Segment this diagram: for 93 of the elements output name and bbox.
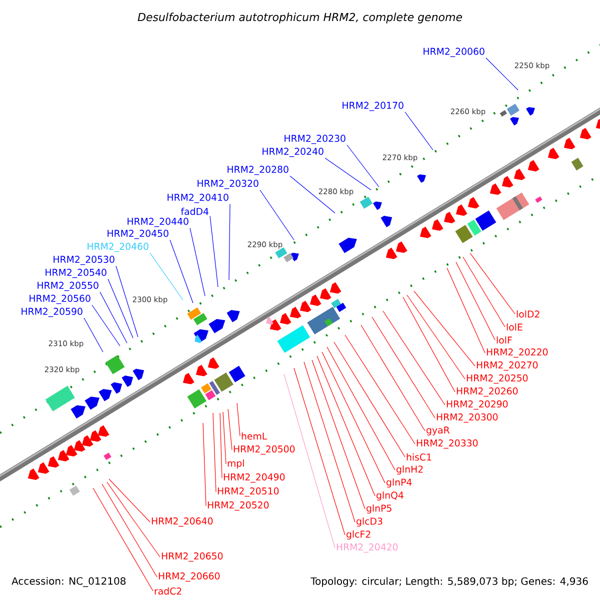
leader-line	[108, 478, 150, 522]
leader-line	[344, 334, 416, 444]
leader-line	[290, 176, 336, 214]
gene-label: HRM2_20170	[342, 102, 404, 111]
gene-label: HRM2_20660	[158, 572, 220, 582]
leader-line	[150, 252, 184, 300]
leader-line	[170, 240, 194, 304]
leader-line	[102, 484, 158, 578]
gene-label: HRM2_20440	[128, 218, 188, 227]
gene-label: glnQ4	[376, 491, 404, 501]
leader-line	[222, 412, 226, 464]
leader-line	[108, 278, 134, 338]
gene-label: HRM2_20330	[416, 439, 478, 449]
leader-line	[92, 304, 120, 346]
gene-label: gyaR	[426, 426, 450, 436]
leader-line	[210, 216, 218, 288]
leader-line	[470, 252, 516, 314]
gene-label: lolD2	[516, 310, 540, 318]
leader-line	[324, 158, 372, 190]
leader-line	[100, 292, 128, 344]
gene-label: glnH2	[396, 465, 423, 475]
gene-label: HRM2_20460	[88, 242, 148, 252]
accession-text: Accession: NC_012108	[12, 577, 126, 587]
gene-label: glnP5	[366, 504, 392, 514]
gene-label: HRM2_20240	[262, 148, 324, 157]
leader-line	[202, 422, 206, 506]
leader-line	[316, 356, 376, 496]
gene-label: HRM2_20520	[208, 501, 269, 511]
leader-line	[402, 296, 456, 392]
gene-label: HRM2_20230	[284, 134, 346, 144]
gene-label: HRM2_20490	[224, 473, 285, 483]
leader-line	[404, 112, 434, 150]
gene-label: HRM2_20560	[30, 294, 90, 304]
gene-label: HRM2_20640	[152, 517, 213, 527]
gene-label: HRM2_20300	[436, 413, 498, 423]
gene-label: fadD4	[180, 208, 208, 215]
leader-line	[382, 310, 446, 406]
leader-line	[190, 228, 206, 296]
gene-label: HRM2_20060	[424, 48, 484, 57]
leader-line	[312, 360, 366, 510]
leader-line	[294, 368, 346, 536]
leader-line	[360, 324, 426, 432]
leader-line	[406, 294, 466, 380]
leader-line	[220, 412, 222, 478]
gene-label: HRM2_20650	[162, 552, 223, 562]
leader-line	[260, 190, 294, 240]
gene-label: HRM2_20220	[486, 348, 548, 358]
gene-label: HRM2_20280	[228, 166, 288, 175]
leader-line	[326, 346, 396, 470]
gene-label: HRM2_20500	[234, 445, 295, 455]
leader-line	[322, 352, 386, 484]
leader-line	[446, 268, 486, 354]
gene-label: HRM2_20270	[476, 361, 538, 371]
gene-label: glnP4	[386, 478, 412, 488]
leader-line	[228, 204, 230, 280]
gene-label: glcF2	[346, 530, 370, 540]
gene-label: hemL	[242, 432, 268, 440]
gene-label: HRM2_20590	[22, 308, 82, 317]
leader-line	[106, 482, 160, 558]
leader-line	[462, 256, 506, 328]
gene-label: radC2	[154, 587, 182, 595]
genome-info-text: Topology: circular; Length: 5,589,073 bp; Genes: 4,936	[310, 577, 588, 587]
leader-line	[84, 318, 104, 352]
leader-line	[236, 402, 240, 436]
gene-label: HRM2_20260	[456, 387, 518, 397]
gene-label: HRM2_20540	[46, 268, 106, 278]
gene-label: hisC1	[406, 453, 432, 461]
leader-line	[346, 144, 380, 188]
gene-label: lolF	[496, 336, 512, 344]
gene-label: HRM2_20550	[38, 282, 98, 291]
leader-line	[414, 290, 476, 366]
gene-label: HRM2_20410	[168, 194, 228, 203]
gene-label: HRM2_20250	[466, 374, 528, 384]
leader-line	[228, 408, 232, 450]
leader-line	[486, 58, 518, 90]
gene-label: HRM2_20290	[446, 400, 508, 410]
gene-label: HRM2_20420	[336, 543, 398, 553]
leader-line	[284, 374, 336, 548]
gene-label: HRM2_20450	[108, 230, 168, 239]
leader-line	[212, 412, 216, 492]
gene-label: HRM2_20320	[198, 180, 258, 189]
leader-line	[92, 488, 154, 592]
gene-label: glcD3	[356, 517, 382, 527]
gene-label: HRM2_20510	[218, 487, 279, 497]
leader-line	[116, 266, 138, 338]
gene-label: mpl	[228, 459, 244, 469]
title: Desulfobacterium autotrophicum HRM2, complete genome	[138, 12, 462, 24]
leader-line	[334, 342, 406, 458]
leader-line	[372, 316, 436, 418]
gene-label: HRM2_20530	[54, 256, 114, 265]
leader-line	[304, 362, 356, 522]
leader-line	[456, 262, 496, 340]
gene-label: lolE	[506, 323, 522, 331]
